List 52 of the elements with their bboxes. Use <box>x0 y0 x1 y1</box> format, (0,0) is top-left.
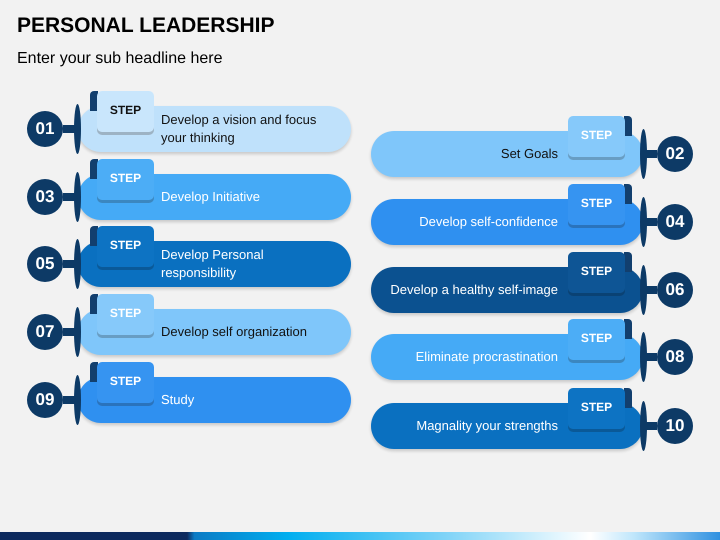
number-pin <box>27 314 63 350</box>
number-pin <box>657 272 693 308</box>
step-tab <box>97 226 154 270</box>
step-label: STEP <box>110 306 142 320</box>
step-label: STEP <box>580 330 612 346</box>
number-pin <box>657 339 693 375</box>
step-number: 10 <box>666 416 684 436</box>
step-tab <box>568 252 625 296</box>
step-number: 05 <box>36 254 54 274</box>
step-label: STEP <box>580 264 612 278</box>
step-description: Develop Initiative <box>161 188 260 206</box>
step-description: Set Goals <box>500 145 558 163</box>
step-label: STEP <box>580 128 612 142</box>
step-label: STEP <box>110 170 142 186</box>
step-label: STEP <box>580 400 612 414</box>
step-tab <box>97 91 154 135</box>
step-tab <box>97 362 154 406</box>
step-tab <box>568 319 625 363</box>
step-number: 06 <box>666 280 684 300</box>
step-description: Develop Personal responsibility <box>161 246 265 282</box>
step-description: Magnality your strengths <box>416 417 558 435</box>
step-tab <box>568 184 625 228</box>
step-number: 07 <box>36 322 54 342</box>
number-pin <box>27 179 63 215</box>
step-tab <box>568 116 625 160</box>
step-number: 02 <box>666 144 684 164</box>
number-pin <box>27 246 63 282</box>
step-tab <box>568 388 625 432</box>
step-number: 04 <box>666 212 684 232</box>
step-label: STEP <box>110 238 142 252</box>
step-description: Study <box>161 391 194 409</box>
step-number: 03 <box>36 187 54 207</box>
step-number: 01 <box>36 119 54 139</box>
step-label: STEP <box>110 102 142 118</box>
number-pin <box>27 382 63 418</box>
step-label: STEP <box>580 196 612 210</box>
step-number: 08 <box>666 347 684 367</box>
step-tab <box>97 159 154 203</box>
subtitle: Enter your sub headline here <box>17 49 222 69</box>
step-description: Eliminate procrastination <box>416 348 558 366</box>
step-tab <box>97 294 154 338</box>
title: PERSONAL LEADERSHIP <box>17 13 274 39</box>
number-pin <box>657 204 693 240</box>
step-description: Develop a vision and focus your thinking <box>161 111 318 147</box>
number-pin <box>27 111 63 147</box>
step-label: STEP <box>110 374 142 388</box>
number-pin <box>657 408 693 444</box>
step-number: 09 <box>36 390 54 410</box>
step-description: Develop self organization <box>161 323 307 341</box>
step-description: Develop self-confidence <box>419 213 558 231</box>
step-description: Develop a healthy self-image <box>390 281 558 299</box>
number-pin <box>657 136 693 172</box>
